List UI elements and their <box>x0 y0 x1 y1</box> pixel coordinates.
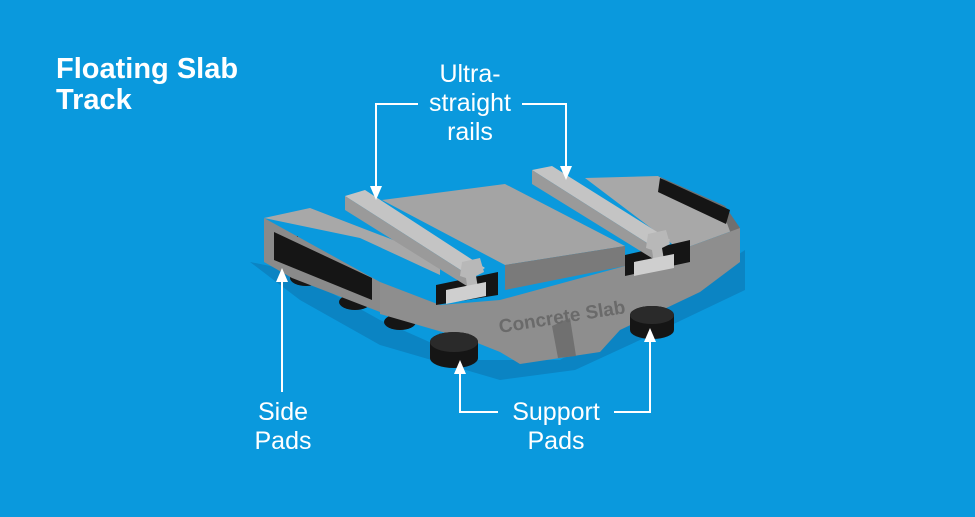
rails-label-line: Ultra- <box>439 60 501 88</box>
rails-label: Ultra- straight rails <box>418 60 522 147</box>
support-pads-label-line: Support <box>512 398 600 426</box>
arrowhead <box>560 166 572 180</box>
side-pads-label-line: Side <box>257 398 309 426</box>
slab-front-notch <box>552 318 576 358</box>
ground-shadow <box>250 250 745 380</box>
side-pad-recess <box>274 232 372 300</box>
side-pad-right <box>658 178 730 224</box>
side-pads-label-line: Pads <box>254 427 312 455</box>
arrowhead <box>370 186 382 200</box>
support-pads-label-line: Pads <box>527 427 585 455</box>
callout-support-left <box>459 372 498 413</box>
callout-rails-left <box>375 103 418 188</box>
slab-right-shoulder-top <box>585 176 740 250</box>
title-line: Floating Slab <box>56 53 239 85</box>
title-line: Track <box>56 84 132 116</box>
diagram-title: Floating Slab Track <box>56 54 238 116</box>
support-pad <box>630 306 674 324</box>
arrowhead <box>454 360 466 374</box>
rails-label-line: straight <box>429 89 511 117</box>
arrowhead <box>644 328 656 342</box>
support-pads <box>430 306 674 368</box>
slab-left-shoulder-top <box>264 208 440 275</box>
rail-left <box>345 190 486 304</box>
callout-lines <box>281 103 651 413</box>
arrowhead <box>276 268 288 282</box>
side-pads-label: Side Pads <box>236 398 330 456</box>
slab-center-side <box>505 246 625 290</box>
slab-center-top <box>382 184 625 265</box>
support-pads-label: Support Pads <box>498 398 614 456</box>
rail-right <box>532 166 674 276</box>
callout-arrowheads <box>276 166 656 374</box>
support-pad <box>430 332 478 352</box>
callout-rails-right <box>522 103 567 168</box>
callout-support-right <box>614 340 651 413</box>
rails-label-line: rails <box>447 118 493 146</box>
